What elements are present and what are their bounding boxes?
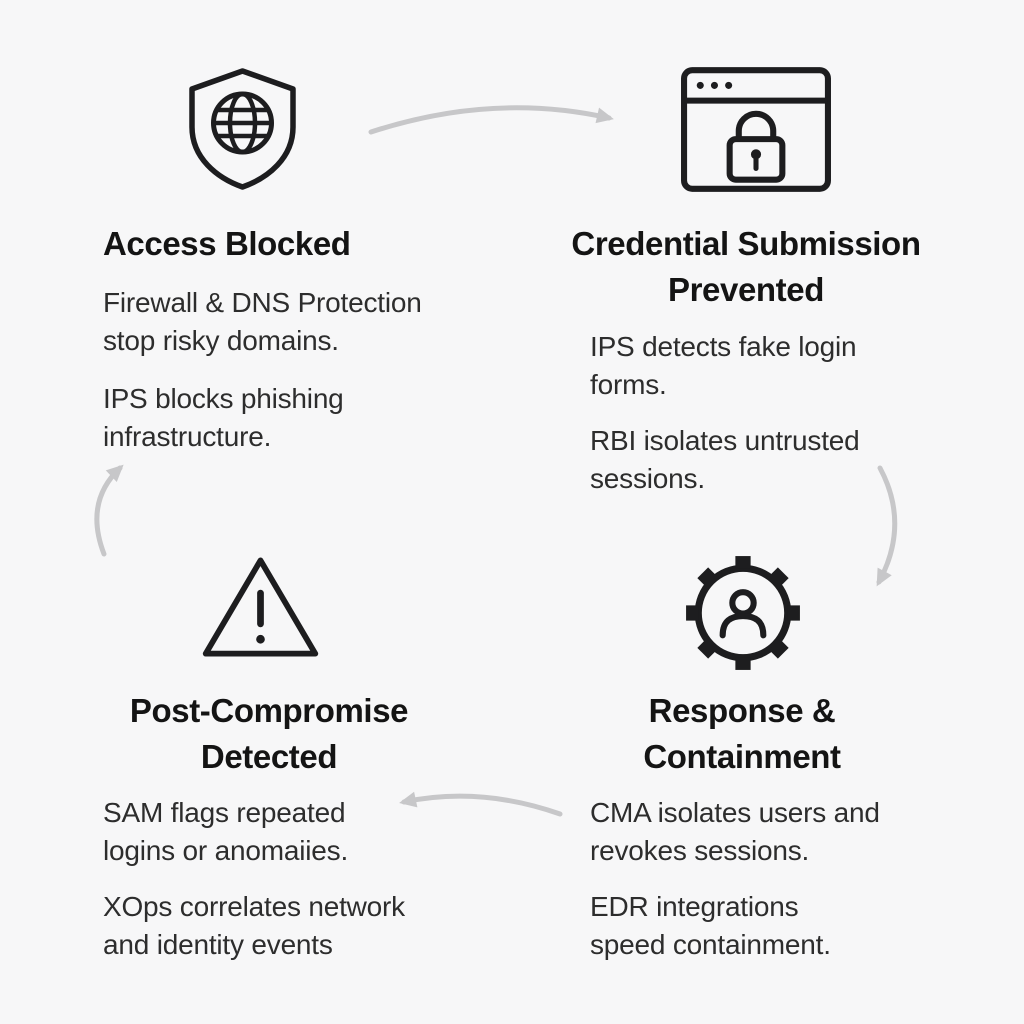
arrow-right-down-icon — [876, 465, 898, 587]
post-compromise-paragraph-1: SAM flags repeated logins or anomaiies. — [103, 797, 349, 867]
access-blocked-paragraph-2: IPS blocks phishing infrastructure. — [103, 383, 344, 453]
access-blocked-paragraph-1: Firewall & DNS Protection stop risky dom… — [103, 287, 422, 357]
shield-globe-icon — [185, 64, 300, 194]
credential-submission-prevented-title: Credential Submission Prevented — [571, 225, 921, 308]
post-compromise-detected-title: Post-Compromise Detected — [129, 692, 409, 775]
credential-submission-paragraph-2: RBI isolates untrusted sessions. — [590, 425, 860, 495]
post-compromise-paragraph-2: XOps correlates network and identity eve… — [103, 891, 405, 961]
response-containment-paragraph-2: EDR integrations speed containment. — [590, 891, 831, 961]
browser-lock-icon — [680, 66, 832, 193]
response-containment-paragraph-1: CMA isolates users and revokes sessions. — [590, 797, 880, 867]
warning-triangle-icon — [198, 552, 323, 664]
response-containment-title: Response & Containment — [643, 692, 841, 775]
arrow-left-up-icon — [94, 464, 124, 557]
arrow-top-to-right-icon — [368, 105, 614, 135]
gear-user-icon — [682, 552, 804, 674]
credential-submission-paragraph-1: IPS detects fake login forms. — [590, 331, 857, 401]
access-blocked-title: Access Blocked — [103, 225, 351, 262]
arrow-bottom-to-left-icon — [399, 791, 563, 817]
